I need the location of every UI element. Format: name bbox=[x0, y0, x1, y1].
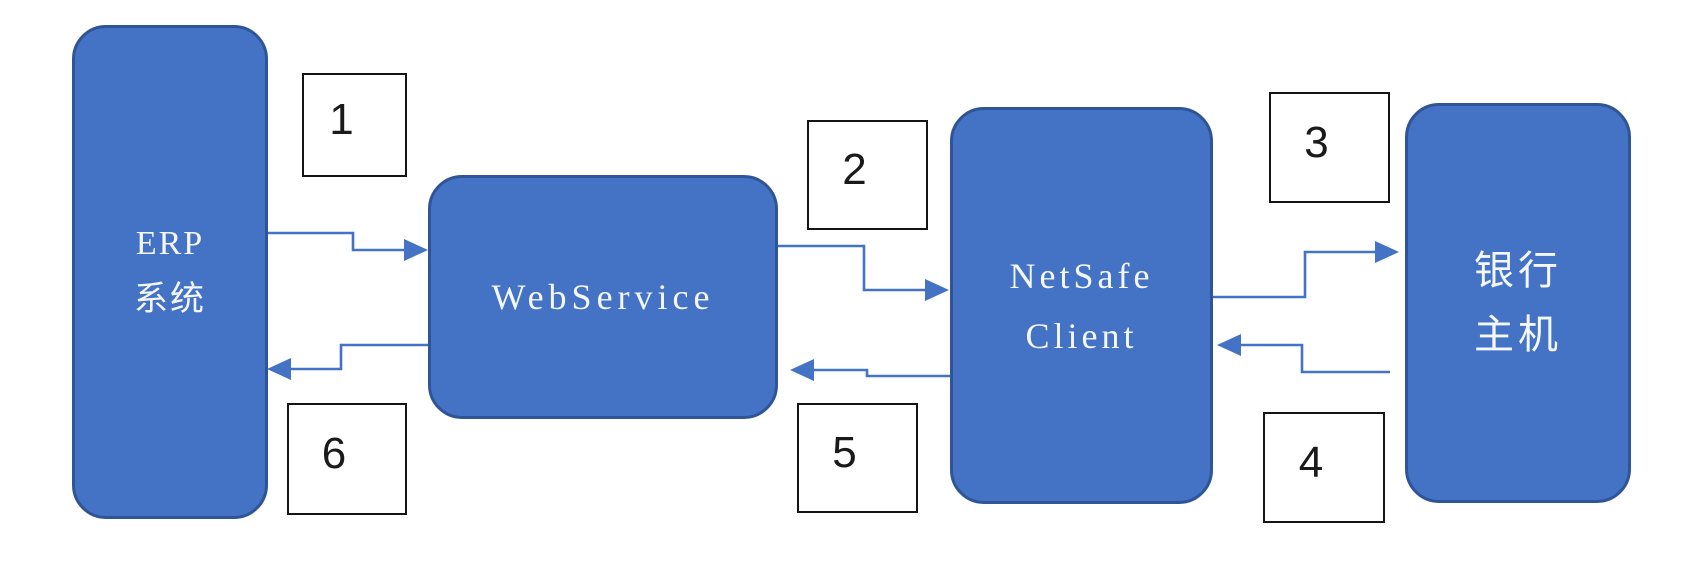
step-box-5: 5 bbox=[797, 403, 918, 513]
node-webservice: WebService bbox=[428, 175, 778, 419]
arrow-1-head-icon bbox=[404, 239, 428, 261]
step-box-3: 3 bbox=[1269, 92, 1390, 203]
node-erp-system: ERP 系统 bbox=[72, 25, 268, 519]
step-box-1: 1 bbox=[302, 73, 407, 177]
node-bank-label-line1: 银行 bbox=[1474, 248, 1562, 293]
arrow-2-webservice-to-netsafe bbox=[778, 244, 949, 301]
node-netsafe-client: NetSafe Client bbox=[950, 107, 1213, 504]
step-1-label: 1 bbox=[329, 95, 354, 144]
node-erp-label-line1: ERP bbox=[135, 225, 205, 262]
arrow-2-line bbox=[778, 244, 925, 292]
step-box-4: 4 bbox=[1263, 412, 1385, 523]
arrow-1-erp-to-webservice bbox=[267, 231, 428, 261]
node-bank-host: 银行 主机 bbox=[1405, 103, 1631, 503]
arrow-6-head-icon bbox=[267, 358, 291, 380]
arrow-6-webservice-to-erp bbox=[267, 343, 428, 380]
node-webservice-label: WebService bbox=[491, 277, 715, 317]
arrow-4-bank-to-netsafe bbox=[1217, 334, 1390, 374]
arrow-1-line bbox=[267, 231, 404, 252]
arrow-3-head-icon bbox=[1375, 241, 1399, 263]
step-6-label: 6 bbox=[321, 429, 347, 478]
arrow-5-netsafe-to-webservice bbox=[790, 359, 950, 381]
node-erp-label-line2: 系统 bbox=[134, 281, 206, 318]
step-2-label: 2 bbox=[842, 145, 867, 194]
arrow-6-line bbox=[291, 343, 428, 371]
step-3-label: 3 bbox=[1304, 117, 1329, 167]
step-box-2: 2 bbox=[807, 120, 928, 230]
arrow-5-head-icon bbox=[790, 359, 814, 381]
arrow-3-netsafe-to-bank bbox=[1212, 241, 1399, 299]
node-bank-label-line2: 主机 bbox=[1474, 312, 1562, 357]
step-4-label: 4 bbox=[1298, 437, 1324, 487]
arrow-4-line bbox=[1241, 343, 1390, 374]
node-netsafe-label-line2: Client bbox=[1025, 315, 1138, 356]
step-box-6: 6 bbox=[287, 403, 407, 515]
node-netsafe-label-line1: NetSafe bbox=[1009, 255, 1154, 296]
step-5-label: 5 bbox=[832, 428, 857, 477]
arrow-4-head-icon bbox=[1217, 334, 1241, 356]
arrow-5-line bbox=[814, 368, 950, 378]
arrow-2-head-icon bbox=[925, 279, 949, 301]
arrow-3-line bbox=[1212, 250, 1375, 299]
